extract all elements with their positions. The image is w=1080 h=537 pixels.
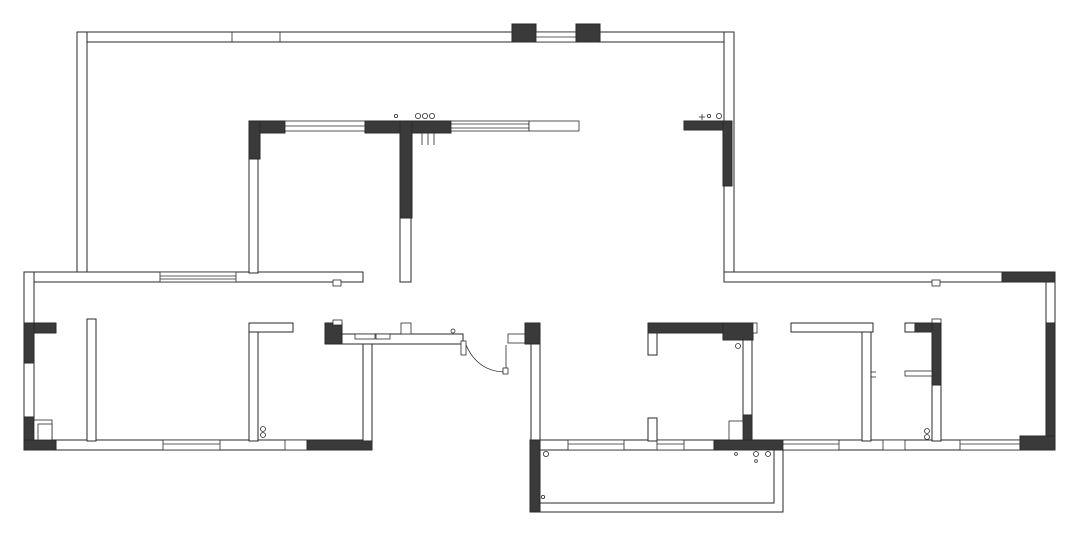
entry-pillar-left	[324, 322, 343, 345]
balcony-window	[567, 439, 625, 451]
upper-left-wall	[76, 31, 88, 274]
balcony-inner	[539, 449, 775, 504]
inner-upper-room	[248, 113, 580, 283]
east-corner-side	[1045, 322, 1056, 451]
inner-window-2	[450, 120, 530, 132]
east-room-2-top	[790, 322, 874, 333]
west-corner-side	[23, 322, 35, 364]
top-pillar-right	[575, 23, 601, 43]
east-room-base	[713, 439, 784, 451]
west-windows	[159, 271, 941, 287]
west-partition-1	[86, 318, 97, 442]
upper-right-partition	[683, 113, 733, 187]
top-windows	[231, 23, 601, 43]
west-partition-2	[248, 322, 259, 442]
west-corner-base	[23, 439, 57, 451]
east-wing	[647, 271, 1056, 463]
balcony-left-solid	[529, 439, 541, 513]
south-balcony	[529, 417, 784, 513]
inner-partition	[399, 120, 413, 219]
east-room-3-solid-side	[931, 322, 942, 386]
west-top-window	[159, 271, 237, 283]
top-pillar-left	[511, 23, 537, 43]
east-corner-base	[1019, 435, 1056, 451]
east-room-3-side-low	[931, 384, 942, 442]
entry-pillar-right	[524, 322, 541, 345]
east-room-2-side	[861, 331, 872, 442]
west-bottom-window	[162, 439, 221, 451]
west-partition-2-top	[248, 322, 294, 333]
balcony-stub	[647, 417, 658, 442]
west-wing	[23, 318, 373, 451]
top-wall	[76, 31, 735, 43]
east-corner-top	[1001, 271, 1056, 283]
east-bottom-window-3	[959, 439, 1021, 451]
west-bottom-solid	[306, 439, 373, 451]
east-bottom-window-1	[782, 439, 840, 451]
inner-corner-block-2	[248, 120, 261, 160]
west-bottom-window-2	[284, 439, 308, 451]
entry-right-wall	[530, 343, 541, 442]
east-bottom-window-2	[882, 439, 906, 451]
west-right-wall	[362, 340, 373, 442]
east-room-partition-low	[742, 414, 753, 442]
right-partition-side	[722, 120, 733, 187]
inner-partition-low	[399, 217, 412, 283]
east-room-left-stub	[647, 332, 658, 356]
east-room-partition	[742, 339, 753, 416]
central-entry	[324, 319, 541, 442]
inner-window-3	[528, 120, 580, 132]
east-room-top-block	[722, 322, 754, 341]
